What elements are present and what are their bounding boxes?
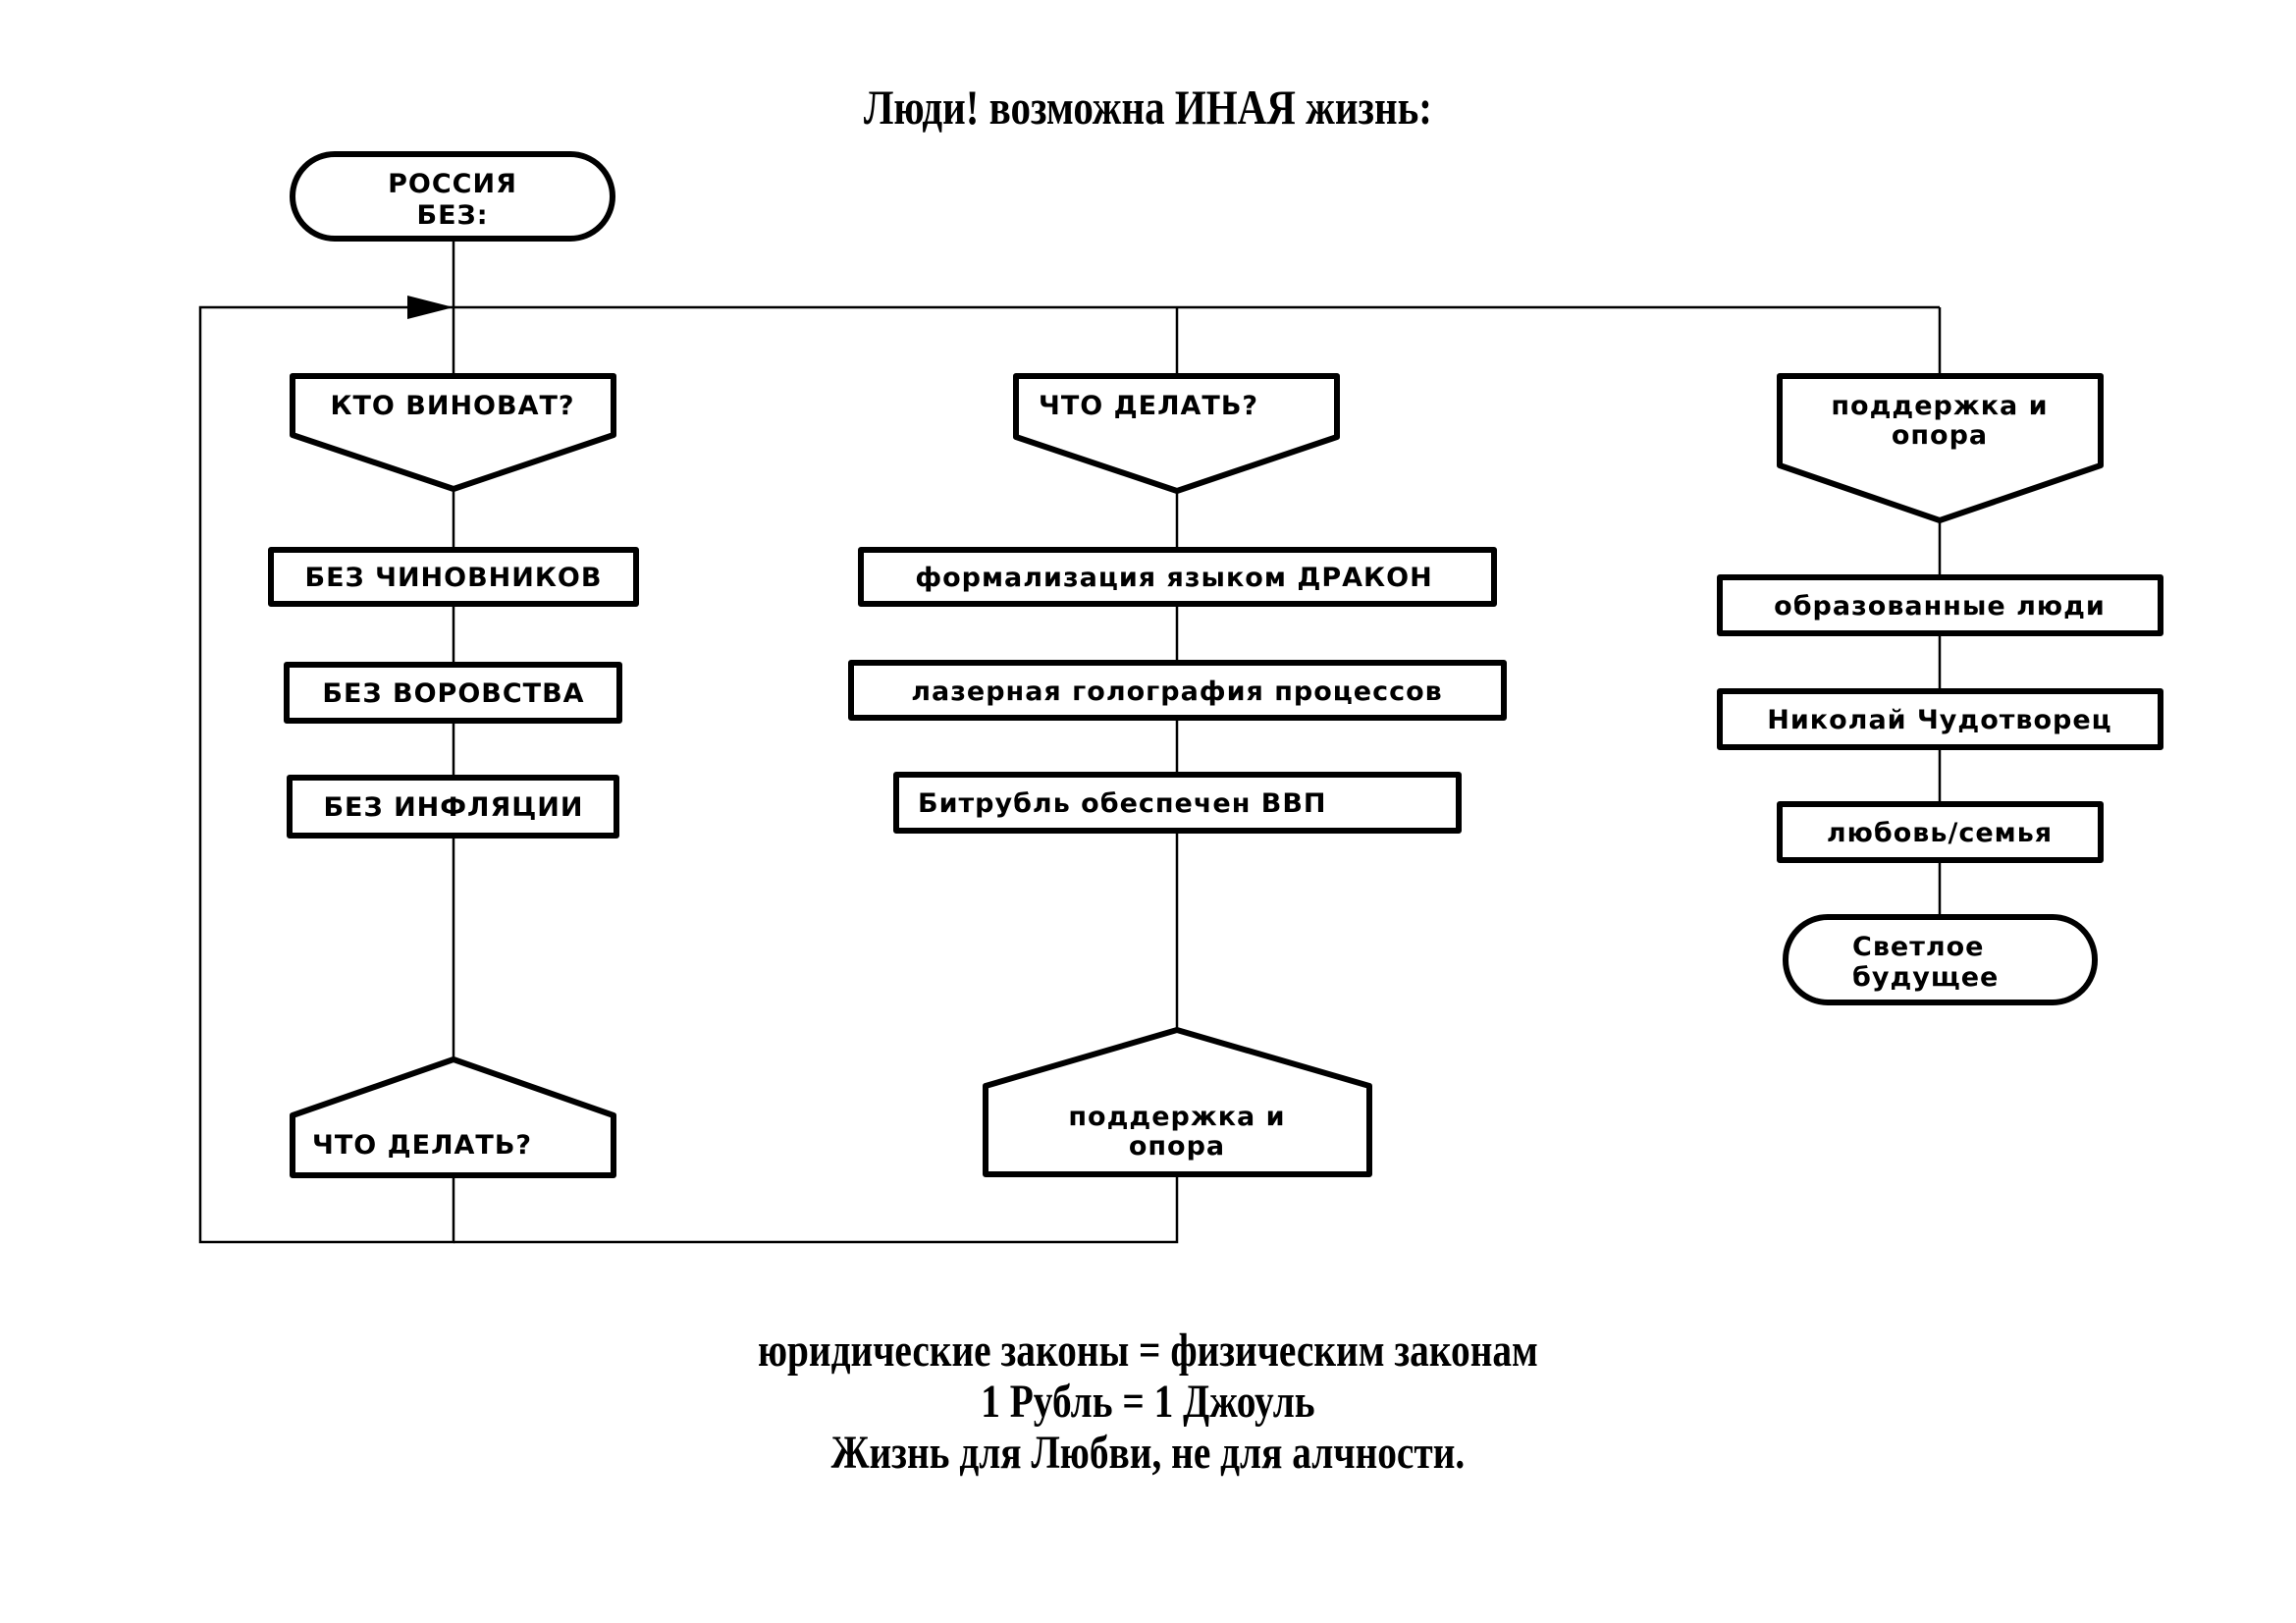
end-line-1: Светлое	[1852, 932, 1985, 962]
address-text: ЧТО ДЕЛАТЬ?	[312, 1130, 532, 1161]
branch-3: поддержка и опора образованные люди Нико…	[1717, 373, 2163, 863]
action-box[interactable]: БЕЗ ВОРОВСТВА	[284, 662, 622, 724]
action-box[interactable]: образованные люди	[1717, 574, 2163, 636]
start-line-1: РОССИЯ	[388, 169, 517, 199]
loop-line	[198, 305, 455, 1244]
address-text: поддержка и	[1068, 1102, 1285, 1132]
action-box[interactable]: БЕЗ ИНФЛЯЦИИ	[287, 775, 619, 839]
page-title: Люди! возможна ИНАЯ жизнь:	[863, 80, 1432, 135]
start-terminator[interactable]: РОССИЯ БЕЗ:	[290, 151, 615, 242]
footer-line: 1 Рубль = 1 Джоуль	[981, 1376, 1315, 1428]
headline-text: ЧТО ДЕЛАТЬ?	[1039, 391, 1258, 421]
action-text: образованные люди	[1774, 591, 2106, 622]
action-text: БЕЗ ВОРОВСТВА	[322, 678, 584, 709]
footer-line: юридические законы = физическим законам	[757, 1325, 1538, 1377]
arrow-right-icon	[407, 296, 454, 319]
footer-line: Жизнь для Любви, не для алчности.	[830, 1427, 1466, 1479]
branch-address[interactable]: ЧТО ДЕЛАТЬ?	[290, 1056, 616, 1178]
branch-headline[interactable]: КТО ВИНОВАТ?	[290, 373, 616, 492]
action-box[interactable]: Битрубль обеспечен ВВП	[893, 772, 1462, 834]
action-text: любовь/семья	[1827, 818, 2053, 848]
branch-2: ЧТО ДЕЛАТЬ? формализация языком ДРАКОН л…	[848, 373, 1507, 1177]
action-box[interactable]: БЕЗ ЧИНОВНИКОВ	[268, 547, 639, 607]
branch-1: КТО ВИНОВАТ? БЕЗ ЧИНОВНИКОВ БЕЗ ВОРОВСТВ…	[268, 373, 639, 1178]
action-text: БЕЗ ИНФЛЯЦИИ	[323, 792, 583, 823]
branch-headline[interactable]: поддержка и опора	[1777, 373, 2104, 523]
branch-headline[interactable]: ЧТО ДЕЛАТЬ?	[1013, 373, 1340, 494]
action-box[interactable]: лазерная голография процессов	[848, 660, 1507, 721]
headline-text: КТО ВИНОВАТ?	[330, 391, 574, 421]
headline-text: поддержка и	[1831, 391, 2048, 421]
start-line-2: БЕЗ:	[416, 200, 488, 231]
action-box[interactable]: любовь/семья	[1777, 801, 2104, 863]
action-box[interactable]: Николай Чудотворец	[1717, 688, 2163, 750]
action-box[interactable]: формализация языком ДРАКОН	[858, 547, 1497, 607]
headline-text: опора	[1892, 420, 1988, 451]
action-text: лазерная голография процессов	[911, 676, 1443, 707]
loop-line-mid	[454, 1174, 1179, 1244]
action-text: Николай Чудотворец	[1767, 705, 2111, 735]
branch-address[interactable]: поддержка и опора	[983, 1027, 1372, 1177]
action-text: формализация языком ДРАКОН	[915, 563, 1432, 593]
action-text: Битрубль обеспечен ВВП	[918, 788, 1327, 819]
end-terminator[interactable]: Светлое будущее	[1783, 914, 2098, 1005]
end-line-2: будущее	[1852, 962, 1999, 993]
address-text: опора	[1129, 1131, 1225, 1162]
action-text: БЕЗ ЧИНОВНИКОВ	[305, 563, 603, 593]
